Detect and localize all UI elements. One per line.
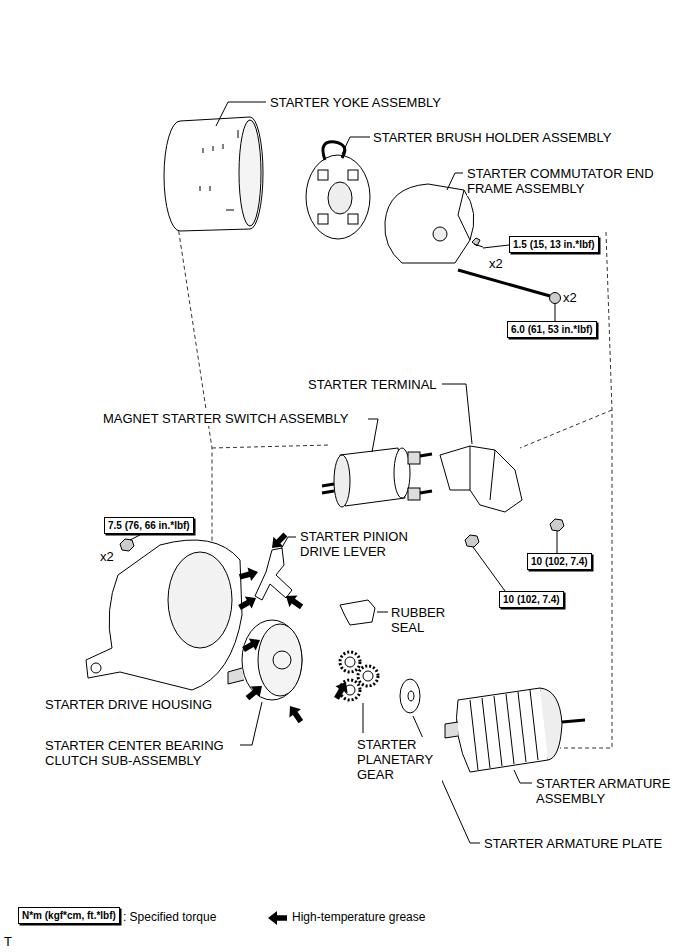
part-name: MAGNET STARTER SWITCH ASSEMBLY: [103, 411, 348, 426]
legend-text: High-temperature grease: [292, 910, 425, 925]
torque-box: 10 (102, 7.4): [499, 591, 564, 608]
part-name: STARTER DRIVE HOUSING: [45, 697, 212, 712]
part-name: STARTER PINION DRIVE LEVER: [300, 529, 418, 559]
part-name: STARTER YOKE ASSEMBLY: [270, 95, 441, 110]
legend-torque-box: N*m (kgf*cm, ft.*lbf): [18, 907, 120, 924]
part-name: STARTER BRUSH HOLDER ASSEMBLY: [373, 130, 611, 145]
torque-value: N*m (kgf*cm, ft.*lbf): [22, 909, 116, 922]
torque-box: 6.0 (61, 53 in.*lbf): [507, 321, 597, 338]
torque-value: 10 (102, 7.4): [531, 555, 588, 568]
torque-value: 10 (102, 7.4): [503, 593, 560, 606]
quantity: x2: [563, 290, 577, 305]
part-name: STARTER PLANETARY GEAR: [357, 737, 442, 782]
grease-arrows: [236, 530, 352, 925]
torque-box: 1.5 (15, 13 in.*lbf): [509, 236, 599, 253]
torque-value: 1.5 (15, 13 in.*lbf): [513, 238, 595, 251]
quantity: x2: [100, 549, 114, 564]
torque-value: 6.0 (61, 53 in.*lbf): [511, 323, 593, 336]
legend-text: : Specified torque: [123, 910, 216, 925]
quantity: x2: [489, 256, 503, 271]
part-name: STARTER TERMINAL: [308, 377, 437, 392]
part-name: STARTER ARMATURE ASSEMBLY: [536, 776, 676, 806]
torque-value: 7.5 (76, 66 in.*lbf): [108, 519, 190, 532]
part-name: STARTER COMMUTATOR END FRAME ASSEMBLY: [467, 166, 667, 196]
torque-box: 10 (102, 7.4): [527, 553, 592, 570]
part-name: STARTER CENTER BEARING CLUTCH SUB-ASSEMB…: [45, 738, 235, 768]
figure-code: T: [4, 934, 12, 949]
torque-box: 7.5 (76, 66 in.*lbf): [104, 517, 194, 534]
part-name: STARTER ARMATURE PLATE: [484, 836, 662, 851]
part-name: RUBBER SEAL: [391, 605, 461, 635]
